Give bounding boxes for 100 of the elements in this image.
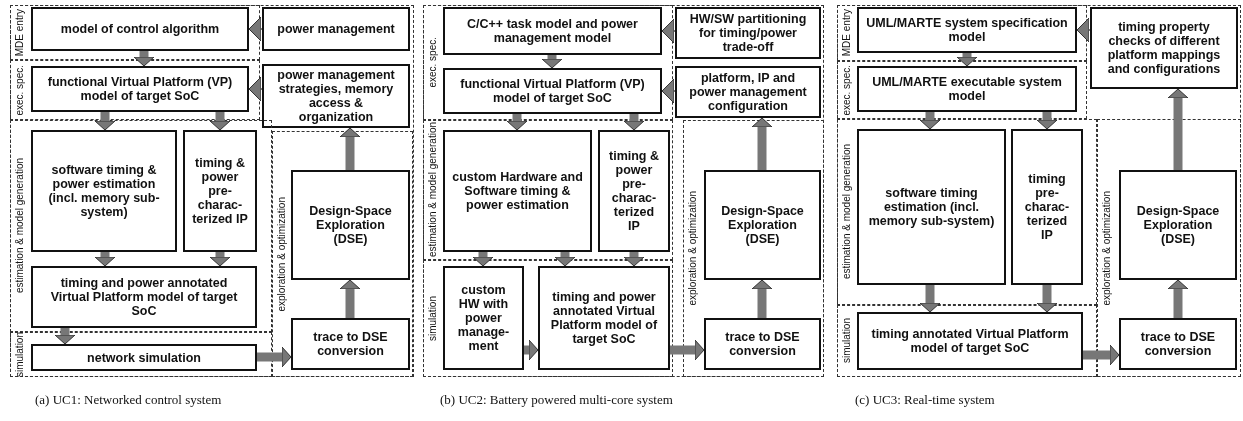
block-arrow [541,55,563,69]
box-label: model of control algorithm [59,22,221,36]
block-arrow [956,53,978,67]
block-arrow [472,252,494,267]
box-label: power management strategies, memory access & organization [276,68,396,124]
dashed-region [683,120,824,377]
block-arrow [1167,279,1189,318]
process-box [31,344,257,371]
process-box [857,129,1006,285]
region-label: MDE entry [13,8,25,57]
box-label: platform, IP and power management configuration [688,71,808,113]
block-arrow [751,117,773,170]
box-label: timing & power pre- charac- terized IP [191,156,249,226]
dashed-region [10,332,272,377]
box-label: network simulation [86,350,202,365]
process-box [538,266,670,370]
block-arrow [1076,17,1091,43]
box-label: custom HW with power manage- ment [456,283,511,353]
block-arrow [94,252,116,267]
block-arrow [506,114,528,131]
box-label: timing property checks of different platform mappings and configurations [1106,20,1222,76]
block-arrow [919,112,941,130]
dashed-region [423,120,673,260]
process-box [675,66,821,118]
block-arrow [661,78,676,104]
box-label: HW/SW partitioning for timing/power trade-off [688,12,808,54]
block-arrow [1036,112,1058,130]
box-label: custom Hardware and Software timing & power estimation [451,170,584,212]
box-label: Design-Space Exploration (DSE) [1135,204,1221,246]
box-label: timing and power annotated Virtual Platform model of target SoC [49,276,239,318]
block-arrow [248,76,263,102]
box-label: timing annotated Virtual Platform model of target SoC [870,327,1070,355]
region-label: exec. spec. [840,64,852,116]
box-label: Design-Space Exploration (DSE) [720,204,805,246]
block-arrow [751,279,773,318]
box-label: timing and power annotated Virtual Platform model of target SoC [549,290,659,346]
process-box [704,318,821,370]
region-label: estimation & model generation [840,144,852,280]
block-arrow [54,328,76,345]
box-label: C/C++ task model and power management model [466,17,639,45]
region-label: simulation [426,296,438,341]
process-box [857,312,1083,370]
region-label: exec. spec. [426,37,438,88]
region-label: estimation & model generation [426,122,438,258]
block-arrow [339,127,361,170]
block-arrow [209,252,231,267]
dashed-region [272,131,413,377]
process-box [598,130,670,252]
region-label: exploration & optimization [686,191,698,306]
process-box [1090,7,1238,89]
region-label: exploration & optimization [1100,190,1112,306]
process-box [31,7,249,51]
block-arrow [554,252,576,267]
dashed-region [423,5,673,120]
dashed-region [10,5,260,60]
region-label: exec. spec. [13,64,25,116]
process-box [31,266,257,328]
block-arrow [94,112,116,131]
box-label: functional Virtual Platform (VP) model of target SoC [459,77,646,105]
region-label: simulation [840,318,852,364]
dashed-region [423,260,673,377]
box-label: trace to DSE conversion [312,330,389,358]
region-label: MDE entry [840,9,852,57]
process-box [704,170,821,280]
region-label: exploration & optimization [275,196,287,312]
dashed-region [837,61,1087,119]
figure-caption: (a) UC1: Networked control system [35,392,222,408]
block-arrow [524,339,539,361]
region-label: simulation [13,332,25,377]
process-box [31,130,177,252]
box-label: software timing & power estimation (incl. memory sub-system) [47,163,161,219]
dashed-region [837,119,1097,305]
process-box [443,7,662,55]
dashed-region [1097,119,1241,377]
box-label: trace to DSE conversion [1139,330,1217,358]
process-box [857,7,1077,53]
box-label: software timing estimation (incl. memory sub-system) [867,186,996,228]
block-arrow [133,51,155,67]
process-box [1119,170,1237,280]
box-label: UML/MARTE system specification model [865,16,1069,44]
block-arrow [919,285,941,313]
block-arrow [661,18,676,44]
box-label: power management [276,22,396,36]
process-box [443,68,662,114]
block-arrow [670,339,705,361]
process-box [1011,129,1083,285]
box-label: UML/MARTE executable system model [871,75,1063,103]
process-box [443,266,524,370]
box-label: functional Virtual Platform (VP) model of target SoC [46,75,234,103]
process-box [31,66,249,112]
block-arrow [248,16,263,42]
block-arrow [339,279,361,318]
process-box [262,7,410,51]
block-arrow [257,346,292,368]
dashed-region [10,120,272,332]
block-arrow [1083,344,1120,366]
process-box [291,318,410,370]
dashed-region [837,5,1087,61]
dashed-region [837,305,1097,377]
block-arrow [209,112,231,131]
